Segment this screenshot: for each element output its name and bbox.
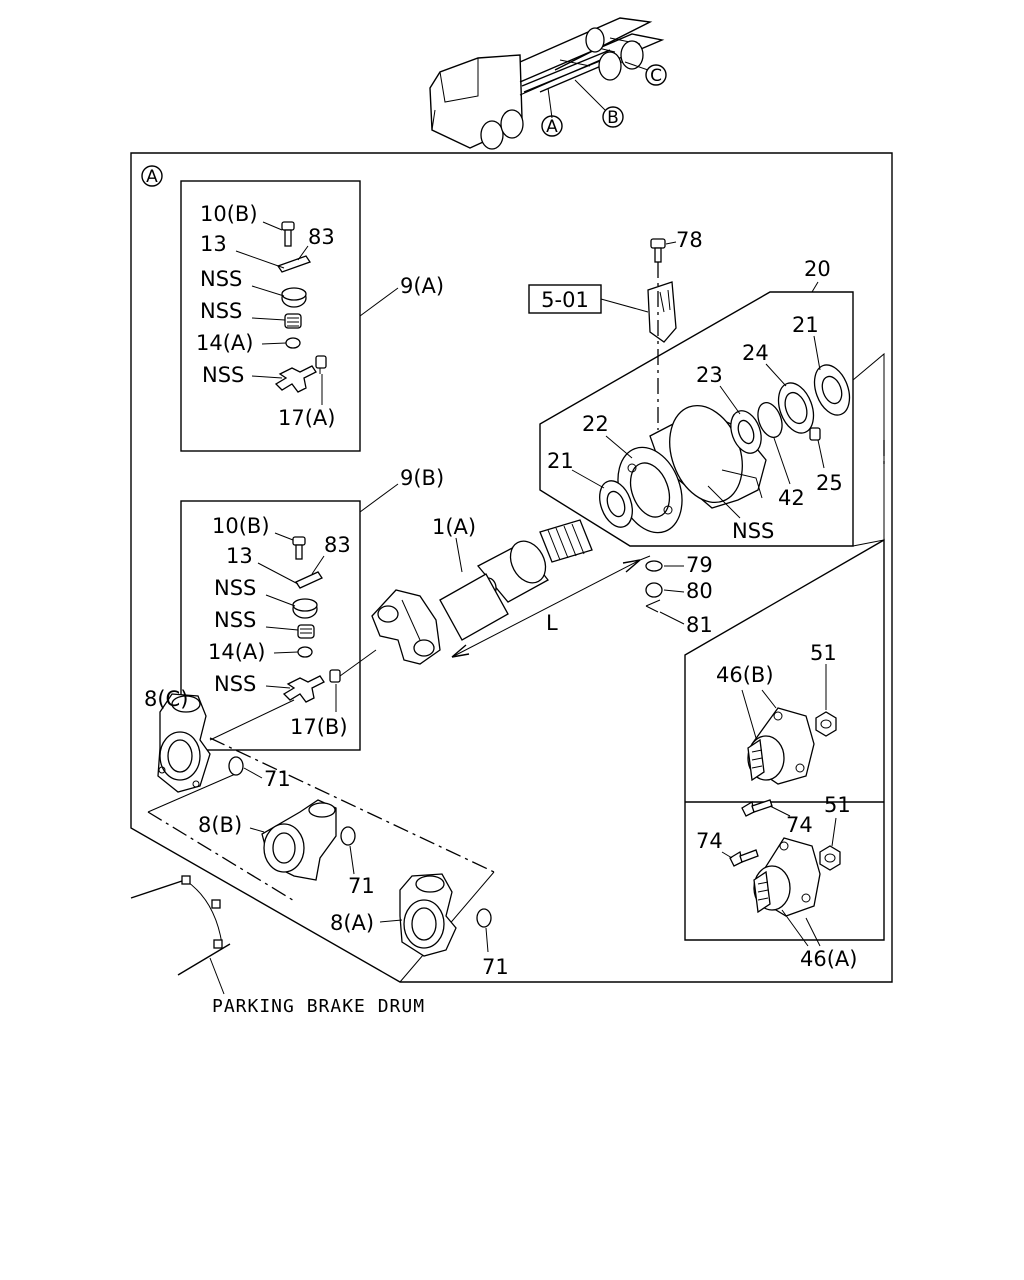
label-nss-center: NSS <box>732 519 774 543</box>
label-9b: 9(B) <box>400 466 444 490</box>
callout-a-top: A <box>541 115 563 137</box>
label-46b: 46(B) <box>716 663 774 687</box>
label-81: 81 <box>686 613 713 637</box>
label-13-9a: 13 <box>200 232 227 256</box>
label-l: L <box>546 611 558 635</box>
parking-brake-drum <box>130 875 231 995</box>
label-9a: 9(A) <box>400 274 444 298</box>
label-71-lower: 71 <box>482 955 509 979</box>
label-79: 79 <box>686 553 713 577</box>
label-74-upper: 74 <box>786 813 813 837</box>
propeller-shaft-1a <box>371 519 593 665</box>
label-nss-9b-cup: NSS <box>214 576 256 600</box>
reference-line-upper <box>209 737 495 873</box>
label-8c: 8(C) <box>144 687 188 711</box>
callout-a-frame: A <box>141 165 163 187</box>
svg-text:B: B <box>607 108 619 128</box>
label-22: 22 <box>582 412 609 436</box>
callout-b-top: B <box>602 106 624 128</box>
flange-yoke-box-46 <box>684 538 885 941</box>
label-nss-9a-bearing: NSS <box>200 299 242 323</box>
label-80: 80 <box>686 579 713 603</box>
universal-joint-kit-9a <box>180 180 361 452</box>
label-17a: 17(A) <box>278 406 335 430</box>
dimension-line-l <box>451 555 651 658</box>
label-25: 25 <box>816 471 843 495</box>
flange-yoke-8c <box>157 693 244 793</box>
svg-text:C: C <box>650 66 662 86</box>
label-83-9b: 83 <box>324 533 351 557</box>
label-nss-9b-bearing: NSS <box>214 608 256 632</box>
label-1a: 1(A) <box>432 515 476 539</box>
label-14a-9b: 14(A) <box>208 640 265 664</box>
flange-yoke-46a <box>729 837 841 917</box>
label-nss-9a-cup: NSS <box>200 267 242 291</box>
label-14a-9a: 14(A) <box>196 331 253 355</box>
label-42: 42 <box>778 486 805 510</box>
label-17b: 17(B) <box>290 715 348 739</box>
svg-text:A: A <box>546 117 558 137</box>
label-51-lower: 51 <box>824 793 851 817</box>
label-10b-9b: 10(B) <box>212 514 270 538</box>
label-83-9a: 83 <box>308 225 335 249</box>
label-71-middle: 71 <box>348 874 375 898</box>
truck-locator-illustration <box>429 17 665 150</box>
label-nss-9b-spider: NSS <box>214 672 256 696</box>
label-20: 20 <box>804 257 831 281</box>
label-74-lower: 74 <box>696 829 723 853</box>
label-78: 78 <box>676 228 703 252</box>
svg-text:A: A <box>146 167 158 187</box>
callout-c-top: C <box>645 64 667 86</box>
label-21-left: 21 <box>547 449 574 473</box>
reference-box-5-01: 5-01 <box>528 284 602 314</box>
label-21-right: 21 <box>792 313 819 337</box>
center-bearing-assembly <box>599 238 851 613</box>
label-46a: 46(A) <box>800 947 857 971</box>
label-23: 23 <box>696 363 723 387</box>
label-nss-9a-spider: NSS <box>202 363 244 387</box>
flange-yoke-8b <box>261 799 356 881</box>
label-8a: 8(A) <box>330 911 374 935</box>
label-13-9b: 13 <box>226 544 253 568</box>
label-71-upper: 71 <box>264 767 291 791</box>
flange-yoke-46b <box>741 707 837 817</box>
svg-text:5-01: 5-01 <box>541 288 589 312</box>
main-frame-border <box>130 152 893 983</box>
label-24: 24 <box>742 341 769 365</box>
flange-yoke-8a <box>399 873 492 957</box>
label-8b: 8(B) <box>198 813 242 837</box>
label-10b-9a: 10(B) <box>200 202 258 226</box>
label-51-upper: 51 <box>810 641 837 665</box>
label-parking-brake-drum: PARKING BRAKE DRUM <box>212 996 425 1017</box>
universal-joint-kit-9b <box>180 500 361 751</box>
